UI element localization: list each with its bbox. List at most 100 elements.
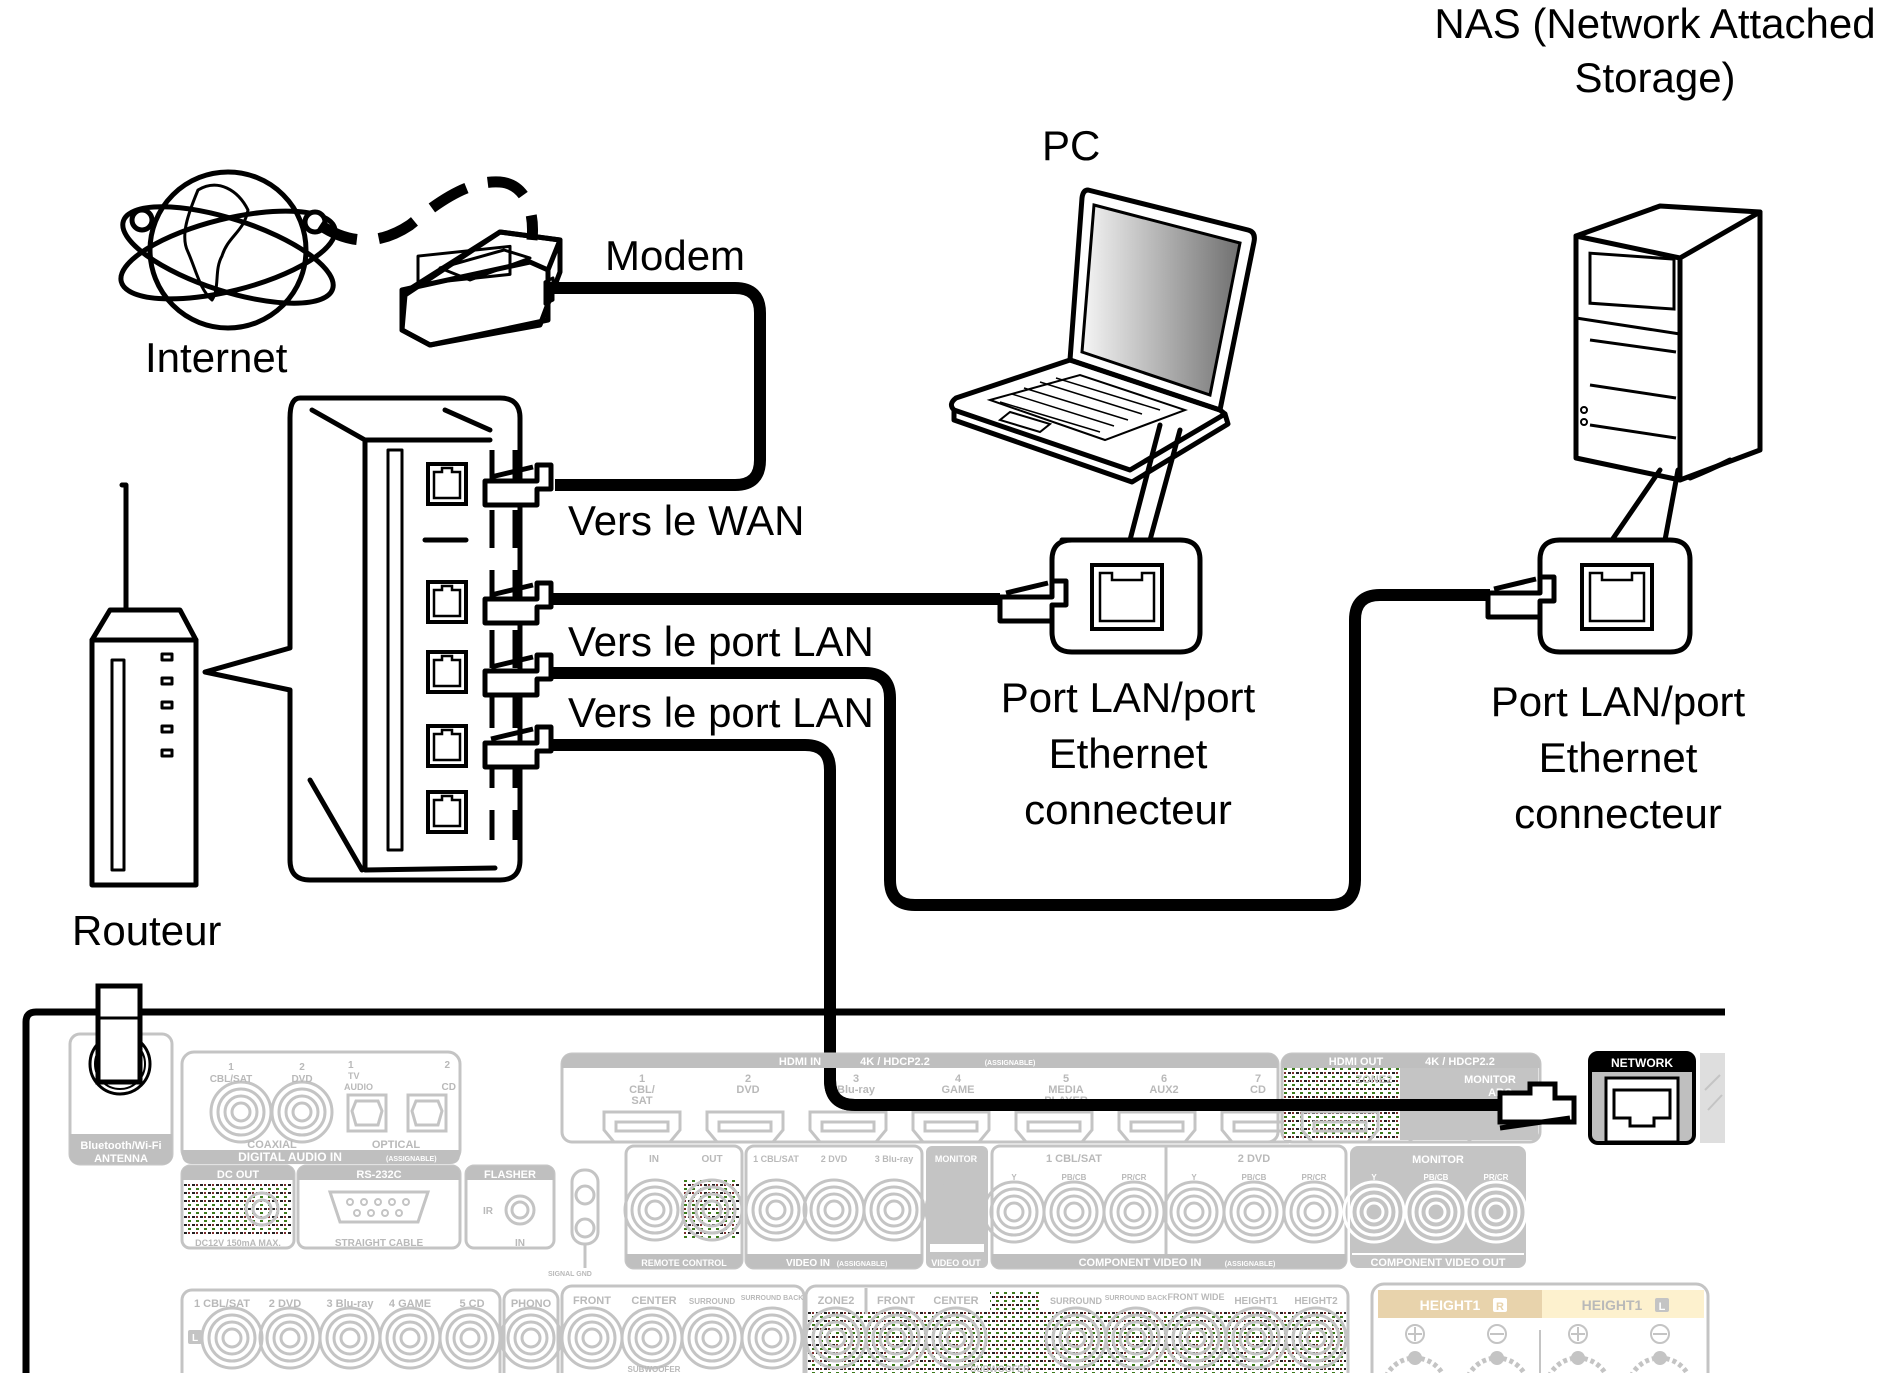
component-out-title: COMPONENT VIDEO OUT (1370, 1257, 1505, 1269)
router-wan-port (426, 462, 468, 506)
svg-text:2 DVD: 2 DVD (269, 1298, 301, 1310)
optical-1-name: TV (348, 1071, 360, 1081)
svg-text:FRONT: FRONT (573, 1295, 611, 1307)
svg-text:Blu-ray: Blu-ray (837, 1084, 876, 1096)
optical-1-name2: AUDIO (344, 1082, 373, 1092)
nas-label-line2: Storage) (1574, 54, 1735, 101)
av-receiver-rear-panel (22, 1008, 1725, 1373)
pc-label: PC (1042, 122, 1100, 169)
router-lan-port-4 (426, 790, 468, 834)
speaker-height1-r-label: HEIGHT1 (1420, 1297, 1481, 1313)
hdmi-out-zone2: ZONE2 (1356, 1074, 1393, 1086)
svg-text:DVD: DVD (736, 1084, 759, 1096)
rs232c-block (296, 1164, 462, 1250)
svg-text:SURROUND: SURROUND (689, 1297, 735, 1306)
svg-text:3: 3 (853, 1073, 859, 1085)
svg-text:SAT: SAT (631, 1095, 652, 1107)
remote-control-title: REMOTE CONTROL (641, 1258, 727, 1268)
antenna-label-line2: ANTENNA (94, 1153, 148, 1165)
svg-text:ZONE2: ZONE2 (818, 1295, 855, 1307)
svg-text:FRONT: FRONT (877, 1295, 915, 1307)
nas-ethernet-port (1580, 563, 1654, 631)
nas-port-callout (1537, 467, 1693, 655)
dc-out-block (180, 1164, 296, 1250)
remote-in-label: IN (649, 1154, 659, 1165)
component-in-note: (ASSIGNABLE) (1225, 1261, 1276, 1268)
flasher-ir-label: IR (483, 1206, 494, 1217)
rs232c-note: STRAIGHT CABLE (335, 1238, 424, 1249)
svg-text:CBL/: CBL/ (629, 1084, 655, 1096)
flasher-in-label: IN (515, 1238, 525, 1249)
flasher-title: FLASHER (484, 1169, 536, 1181)
svg-text:1: 1 (639, 1073, 645, 1085)
lan-port-label-2: Vers le port LAN (568, 689, 874, 736)
network-port-block (1588, 1051, 1696, 1145)
nas-port-label-line2: Ethernet (1539, 734, 1698, 781)
router-lan-port-1 (426, 580, 468, 624)
svg-text:4 GAME: 4 GAME (389, 1298, 431, 1310)
hdmi-out-monitor: MONITOR (1464, 1074, 1516, 1086)
antenna-label-line1: Bluetooth/Wi-Fi (80, 1140, 161, 1152)
coax-2-num: 2 (299, 1062, 305, 1073)
video-in-block (744, 1144, 926, 1270)
router-icon (89, 482, 199, 888)
video-in-title: VIDEO IN (786, 1258, 830, 1269)
nas-port-label-line3: connecteur (1514, 790, 1722, 837)
pc-port-label-line1: Port LAN/port (1001, 674, 1256, 721)
svg-text:3 Blu-ray: 3 Blu-ray (326, 1298, 374, 1310)
svg-text:SURROUND BACK: SURROUND BACK (1105, 1295, 1168, 1302)
flasher-block (464, 1164, 556, 1250)
remote-control-block (623, 1144, 744, 1270)
phono-block (499, 1288, 563, 1373)
signal-gnd-label: SIGNAL GND (548, 1271, 592, 1278)
pre-out-b-labels: ZONE2 FRONT CENTER SURROUND SURROUND BAC… (818, 1292, 1338, 1373)
hdmi-in-note: (ASSIGNABLE) (985, 1060, 1036, 1067)
wan-port-label: Vers le WAN (568, 497, 805, 544)
pc-port-label-line2: Ethernet (1049, 730, 1208, 777)
pc-ethernet-port (1090, 563, 1164, 631)
svg-text:SUBWOOFER: SUBWOOFER (628, 1365, 681, 1373)
speaker-l-badge: L (1659, 1301, 1666, 1313)
svg-text:CD: CD (1250, 1084, 1266, 1096)
component-out-block (1342, 1146, 1528, 1268)
coax-2-name: DVD (291, 1074, 312, 1085)
wan-plug (485, 465, 551, 505)
component-in-jack-labels: Y PB/CB PR/CR Y PB/CB PR/CR (1011, 1173, 1326, 1182)
svg-text:HEIGHT2: HEIGHT2 (1294, 1296, 1338, 1307)
optical-1-num: 1 (348, 1060, 354, 1071)
svg-text:5: 5 (1063, 1073, 1069, 1085)
globe-icon (118, 169, 338, 331)
remote-out-label: OUT (701, 1154, 722, 1165)
lan-plug-pc (485, 583, 551, 623)
server-tower-icon (1573, 203, 1763, 483)
video-in-2: 2 DVD (821, 1154, 848, 1164)
component-out-y: Y (1371, 1173, 1377, 1182)
optical-label: OPTICAL (372, 1139, 421, 1151)
hdmi-in-title: HDMI IN (779, 1056, 821, 1068)
internet-label: Internet (145, 334, 288, 381)
speaker-height1-l-label: HEIGHT1 (1582, 1297, 1643, 1313)
receiver-network-plug (1497, 1081, 1577, 1131)
svg-text:Y: Y (1011, 1173, 1017, 1182)
phono-label: PHONO (511, 1298, 552, 1310)
nas-label-line1: NAS (Network Attached (1434, 0, 1875, 47)
video-out-monitor: MONITOR (935, 1154, 978, 1164)
laptop-icon (948, 187, 1257, 485)
optical-2-name: CD (442, 1082, 456, 1093)
component-in-group-2: 2 DVD (1238, 1153, 1270, 1165)
svg-text:PB/CB: PB/CB (1062, 1173, 1087, 1182)
svg-text:PR/CR: PR/CR (1122, 1173, 1147, 1182)
svg-text:7: 7 (1255, 1073, 1261, 1085)
svg-text:PB/CB: PB/CB (1242, 1173, 1267, 1182)
speaker-r-badge: R (1496, 1301, 1504, 1313)
pre-out-b-block (804, 1284, 1350, 1373)
digital-audio-note: (ASSIGNABLE) (386, 1156, 437, 1163)
router-lan-port-2 (426, 650, 468, 694)
svg-text:SUBWOOFER: SUBWOOFER (970, 1364, 1030, 1373)
coaxial-label: COAXIAL (247, 1139, 297, 1151)
component-in-group-1: 1 CBL/SAT (1046, 1153, 1102, 1165)
svg-text:PR/CR: PR/CR (1302, 1173, 1327, 1182)
svg-text:4: 4 (955, 1073, 962, 1085)
video-in-3: 3 Blu-ray (875, 1154, 914, 1164)
